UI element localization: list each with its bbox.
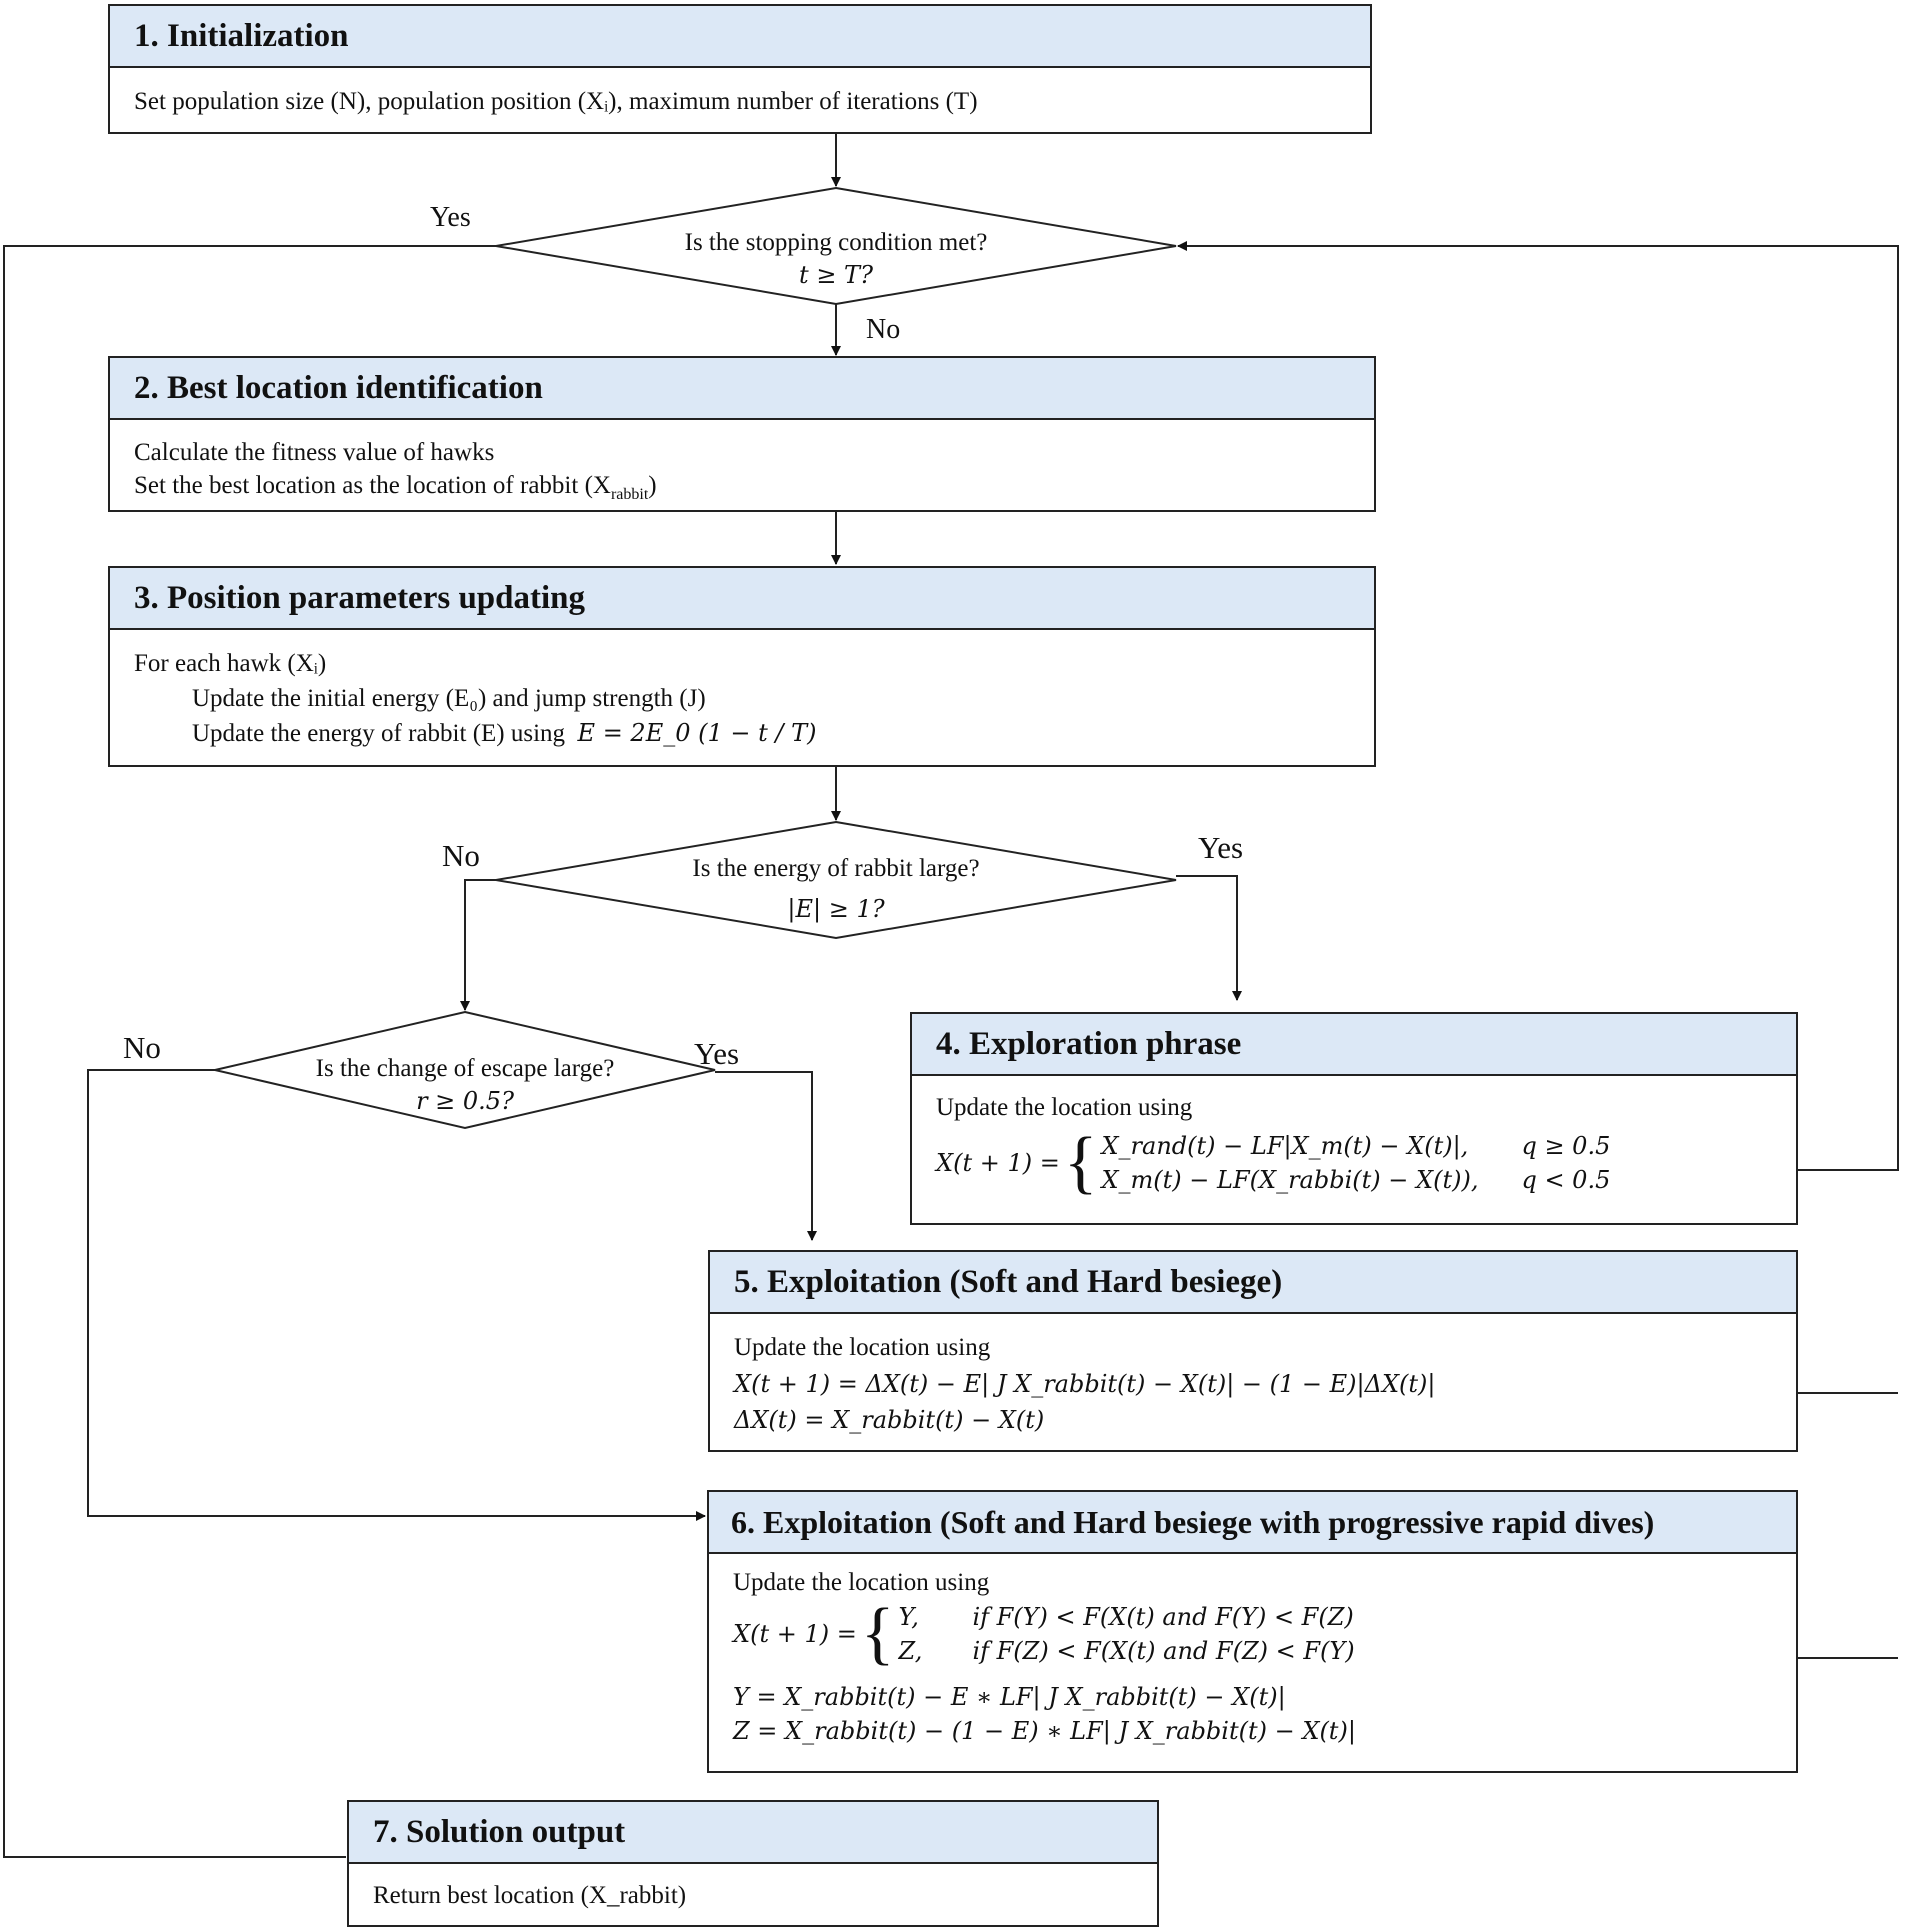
- rapid-dives-equation: X(t + 1) = { Y, if F(Y) < F(X(t) and F(Y)…: [733, 1595, 1772, 1672]
- decision-energy-question: Is the energy of rabbit large?: [692, 855, 980, 882]
- step-best-location-body: Calculate the fitness value of hawks Set…: [110, 420, 1374, 511]
- step-exploration-body: Update the location using X(t + 1) = { X…: [912, 1076, 1796, 1201]
- arrow-stop-yes-to-output: [3, 245, 496, 1858]
- exploration-equation: X(t + 1) = { X_rand(t) − LF|X_m(t) − X(t…: [936, 1124, 1772, 1201]
- step-exploitation-besiege-line1: Update the location using: [734, 1334, 991, 1361]
- decision-energy-shape: [495, 820, 1177, 940]
- step-best-location-line1: Calculate the fitness value of hawks: [134, 439, 495, 466]
- step-solution-output: 7. Solution output Return best location …: [347, 1800, 1159, 1927]
- rapid-dives-case-1: Y, if F(Y) < F(X(t) and F(Y) < F(Z): [898, 1600, 1354, 1634]
- rapid-dives-case-2-cond: if F(Z) < F(X(t) and F(Z) < F(Y): [972, 1637, 1355, 1665]
- exploration-case-1-expr: X_rand(t) − LF|X_m(t) − X(t)|,: [1101, 1132, 1469, 1160]
- decision-stop-condition: t ≥ T?: [799, 261, 873, 289]
- decision-escape: Is the change of escape large? r ≥ 0.5?: [265, 1052, 665, 1118]
- step-best-location: 2. Best location identification Calculat…: [108, 356, 1376, 512]
- rapid-dives-case-1-cond: if F(Y) < F(X(t) and F(Y) < F(Z): [972, 1603, 1354, 1631]
- label-energy-yes: Yes: [1198, 830, 1244, 865]
- step-position-line3-text: Update the energy of rabbit (E) using: [192, 720, 566, 747]
- loop-exploration-to-stop: [1177, 241, 1899, 1171]
- decision-stop: Is the stopping condition met? t ≥ T?: [586, 226, 1086, 292]
- arrow-energy-yes-to-exploration: [1176, 875, 1242, 1001]
- step-solution-output-title: 7. Solution output: [349, 1802, 1157, 1864]
- label-stop-no: No: [866, 314, 901, 345]
- step-exploration-title: 4. Exploration phrase: [912, 1014, 1796, 1076]
- exploration-equation-lhs: X(t + 1) =: [936, 1148, 1060, 1177]
- rapid-dives-brace: {: [860, 1595, 895, 1672]
- step-exploitation-besiege-body: Update the location using X(t + 1) = ΔX(…: [710, 1314, 1796, 1438]
- arrow-energy-no-to-escape: [460, 879, 496, 1011]
- step-exploitation-besiege: 5. Exploitation (Soft and Hard besiege) …: [708, 1250, 1798, 1452]
- exploration-case-2-cond: q < 0.5: [1521, 1166, 1611, 1194]
- exploration-case-1-cond: q ≥ 0.5: [1521, 1132, 1611, 1160]
- rapid-dives-eq-y: Y = X_rabbit(t) − E ∗ LF| J X_rabbit(t) …: [733, 1683, 1286, 1711]
- exploration-cases: X_rand(t) − LF|X_m(t) − X(t)|, q ≥ 0.5 X_…: [1101, 1129, 1610, 1197]
- label-stop-yes: Yes: [430, 202, 471, 233]
- rapid-dives-cases: Y, if F(Y) < F(X(t) and F(Y) < F(Z) Z, if …: [898, 1600, 1354, 1668]
- step-position-line3: Update the energy of rabbit (E) using E …: [134, 716, 1350, 751]
- decision-escape-question: Is the change of escape large?: [315, 1055, 615, 1082]
- rapid-dives-case-1-expr: Y,: [898, 1603, 919, 1631]
- decision-stop-question: Is the stopping condition met?: [684, 229, 988, 256]
- step-position-line2: Update the initial energy (E₀) and jump …: [192, 685, 706, 712]
- step-position-line3-equation: E = 2E_0 (1 − t / T): [577, 719, 817, 747]
- step-position-parameters-title: 3. Position parameters updating: [110, 568, 1374, 630]
- step-best-location-line2-sub: rabbit: [610, 486, 649, 503]
- decision-energy: Is the energy of rabbit large? |E| ≥ 1?: [586, 852, 1086, 933]
- label-escape-no: No: [123, 1030, 161, 1065]
- exploration-case-1: X_rand(t) − LF|X_m(t) − X(t)|, q ≥ 0.5: [1101, 1129, 1610, 1163]
- step-exploitation-rapid-dives-body: Update the location using X(t + 1) = { Y…: [709, 1554, 1796, 1748]
- decision-escape-shape: [214, 1010, 716, 1130]
- step-best-location-line2: Set the best location as the location of…: [134, 469, 1350, 511]
- step-exploitation-rapid-dives-line1: Update the location using: [733, 1569, 990, 1596]
- decision-energy-condition: |E| ≥ 1?: [787, 895, 885, 923]
- exploration-brace: {: [1063, 1124, 1098, 1201]
- decision-escape-condition: r ≥ 0.5?: [416, 1087, 514, 1115]
- exploration-case-2-expr: X_m(t) − LF(X_rabbi(t) − X(t)),: [1101, 1166, 1479, 1194]
- step-exploitation-besiege-eq1: X(t + 1) = ΔX(t) − E| J X_rabbit(t) − X(…: [734, 1370, 1436, 1398]
- step-exploration: 4. Exploration phrase Update the locatio…: [910, 1012, 1798, 1225]
- step-position-parameters: 3. Position parameters updating For each…: [108, 566, 1376, 767]
- arrow-escape-no-to-exploit-dive: [87, 1069, 706, 1521]
- step-best-location-line2-text: Set the best location as the location of…: [134, 472, 611, 499]
- step-exploitation-besiege-eq2: ΔX(t) = X_rabbit(t) − X(t): [734, 1406, 1045, 1434]
- arrow-escape-yes-to-exploit-soft: [715, 1071, 817, 1241]
- step-exploration-line1: Update the location using: [936, 1094, 1193, 1121]
- step-exploitation-rapid-dives-title: 6. Exploitation (Soft and Hard besiege w…: [709, 1492, 1796, 1554]
- step-initialization-body: Set population size (N), population posi…: [134, 88, 978, 115]
- step-position-line1: For each hawk (Xᵢ): [134, 650, 327, 677]
- step-initialization: 1. Initialization Set population size (N…: [108, 4, 1372, 134]
- rapid-dives-case-2: Z, if F(Z) < F(X(t) and F(Z) < F(Y): [898, 1634, 1354, 1668]
- step-solution-output-body: Return best location (X_rabbit): [373, 1882, 687, 1909]
- step-best-location-line2-end: ): [648, 472, 657, 499]
- exploration-case-2: X_m(t) − LF(X_rabbi(t) − X(t)), q < 0.5: [1101, 1163, 1610, 1197]
- label-escape-yes: Yes: [694, 1036, 740, 1071]
- rapid-dives-equation-lhs: X(t + 1) =: [733, 1620, 857, 1648]
- step-exploitation-besiege-title: 5. Exploitation (Soft and Hard besiege): [710, 1252, 1796, 1314]
- rapid-dives-eq-z: Z = X_rabbit(t) − (1 − E) ∗ LF| J X_rabb…: [733, 1717, 1356, 1745]
- step-initialization-title: 1. Initialization: [110, 6, 1370, 68]
- step-position-parameters-body: For each hawk (Xᵢ) Update the initial en…: [110, 630, 1374, 751]
- step-best-location-title: 2. Best location identification: [110, 358, 1374, 420]
- step-exploitation-rapid-dives: 6. Exploitation (Soft and Hard besiege w…: [707, 1490, 1798, 1773]
- label-energy-no: No: [442, 838, 480, 873]
- rapid-dives-case-2-expr: Z,: [898, 1637, 923, 1665]
